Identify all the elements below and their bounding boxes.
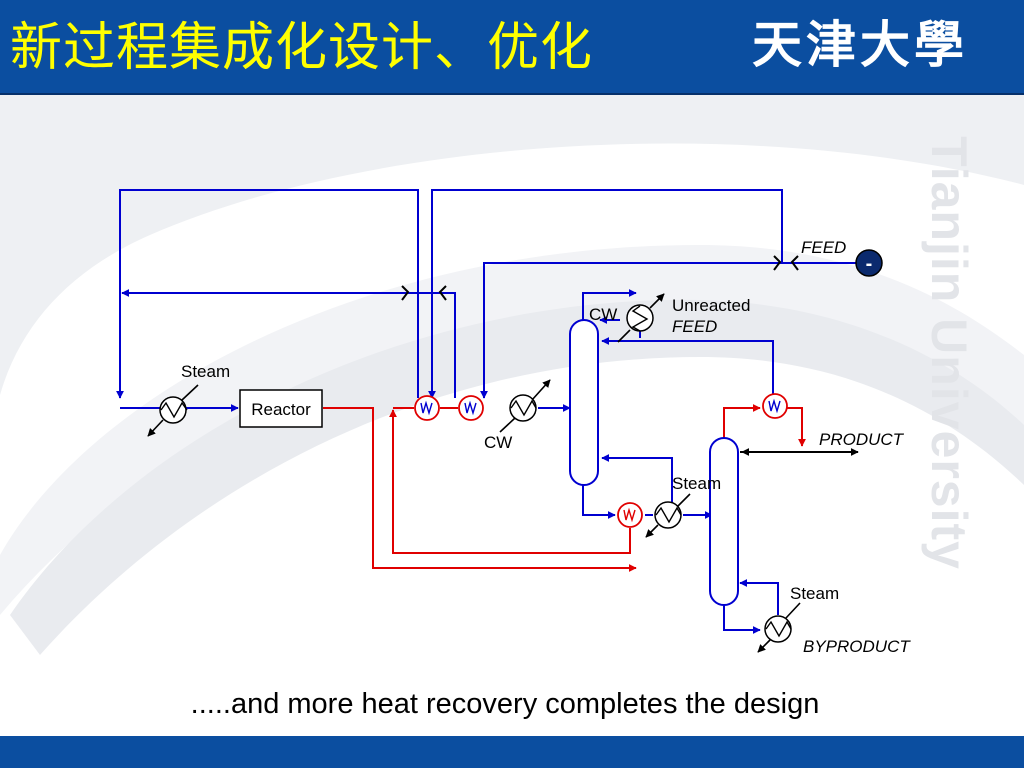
byproduct-label: BYPRODUCT — [803, 637, 911, 656]
hot-streams — [323, 404, 806, 572]
cooler-bottom — [509, 394, 537, 422]
heat-interchanger-1 — [414, 395, 440, 421]
tianjin-university-watermark: Tianjin University — [921, 136, 977, 570]
cold-stream-unreacted-feed — [601, 337, 774, 398]
heat-interchanger-3 — [617, 502, 643, 528]
watermark-text: Tianjin University — [921, 136, 977, 570]
cw-top-in — [617, 329, 631, 343]
steam-reboiler-middle — [654, 501, 682, 529]
steam-reboiler-bottom — [764, 615, 792, 643]
steam-bottom-out — [757, 639, 771, 653]
hot-stream-recovery-return — [389, 409, 631, 554]
cold-stream-column1-reboil — [601, 454, 673, 515]
cw-top-out — [649, 293, 665, 309]
cold-stream-column2-reboil — [739, 579, 779, 615]
slide-header: 新过程集成化设计、优化 天津大學 — [0, 0, 1024, 93]
steam-label-bottom: Steam — [790, 584, 839, 603]
distillation-column-2 — [709, 437, 739, 606]
cold-stream-recycle-mid — [121, 289, 456, 398]
reactor-label: Reactor — [251, 400, 311, 419]
slide-title: 新过程集成化设计、优化 — [10, 18, 594, 78]
condenser-top — [626, 304, 654, 332]
unreacted-feed-label: FEED — [672, 317, 717, 336]
feed-break-1 — [401, 285, 410, 301]
slide-footer — [0, 736, 1024, 768]
feed-source-symbol: - — [866, 253, 873, 275]
process-flow-diagram: Reactor - Steam CW CW — [116, 189, 911, 656]
cold-streams — [116, 189, 857, 634]
slide-caption: .....and more heat recovery completes th… — [190, 688, 820, 720]
product-label: PRODUCT — [819, 430, 905, 449]
cold-stream-byproduct — [723, 605, 761, 634]
cw-bottom-out — [531, 379, 551, 401]
steam-heater-reactor — [159, 396, 188, 424]
steam-middle-out — [645, 524, 659, 538]
steam-middle-in — [675, 493, 691, 509]
feed-break-2 — [438, 285, 447, 301]
hot-stream-product-drop — [787, 407, 806, 447]
background-swoosh — [0, 95, 1024, 655]
product-streams — [401, 255, 859, 456]
distillation-column-1 — [569, 319, 599, 486]
unreacted-label: Unreacted — [672, 296, 750, 315]
cold-stream-feed-inlet — [480, 262, 857, 399]
feed-break-3 — [773, 255, 782, 271]
steam-label-reactor: Steam — [181, 362, 230, 381]
steam-label-middle: Steam — [672, 474, 721, 493]
heat-interchanger-2 — [458, 395, 484, 421]
cw-bottom-in — [499, 417, 516, 433]
steam-reactor-in — [181, 384, 199, 401]
cw-label-top: CW — [589, 305, 617, 324]
feed-label: FEED — [801, 238, 846, 257]
cold-stream-column1-bottoms — [582, 485, 616, 519]
steam-bottom-in — [785, 602, 801, 619]
reactor — [239, 389, 323, 428]
steam-reactor-out — [147, 419, 164, 437]
utility-lines — [147, 293, 801, 653]
feed-break-4 — [790, 255, 799, 271]
cold-stream-column1-overhead — [582, 289, 637, 320]
header-divider — [0, 93, 1024, 95]
cw-label-bottom: CW — [484, 433, 512, 452]
heat-interchanger-4 — [762, 393, 788, 419]
tianjin-university-logo: 天津大學 — [752, 15, 968, 74]
hot-stream-reactor-outlet — [323, 407, 637, 572]
feed-source: - — [855, 249, 883, 277]
hot-stream-to-column2 — [723, 404, 761, 438]
